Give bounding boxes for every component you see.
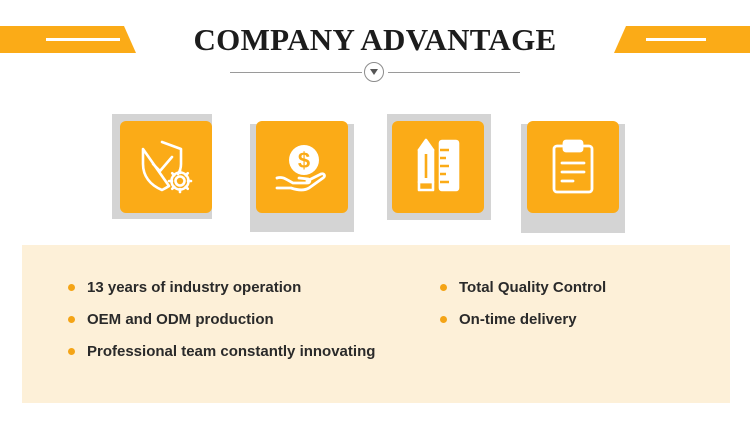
feature-item: OEM and ODM production [68,311,274,328]
clipboard-icon [527,121,619,213]
right-header-banner [614,26,750,53]
page-title: COMPANY ADVANTAGE [193,22,557,57]
feature-item: Professional team constantly innovating [68,343,375,360]
advantage-tile-quality [112,114,212,219]
bullet-icon [68,348,75,355]
feature-item: On-time delivery [440,311,577,328]
feature-label: On-time delivery [459,311,577,328]
advantage-tile-price: $ [250,114,354,232]
bullet-icon [440,316,447,323]
bullet-icon [68,284,75,291]
title-divider-left [230,72,362,73]
feature-label: OEM and ODM production [87,311,274,328]
feature-label: Total Quality Control [459,279,607,296]
left-header-banner [0,26,136,53]
shield-check-gear-icon [120,121,212,213]
feature-label: 13 years of industry operation [87,279,302,296]
title-divider-right [388,72,520,73]
feature-item: Total Quality Control [440,279,606,296]
features-panel: 13 years of industry operation OEM and O… [22,245,730,403]
hand-dollar-coin-icon: $ [256,121,348,213]
bullet-icon [440,284,447,291]
feature-label: Professional team constantly innovating [87,343,376,360]
banner-stripe [46,38,120,41]
banner-stripe [646,38,706,41]
feature-item: 13 years of industry operation [68,279,301,296]
pencil-ruler-icon [392,121,484,213]
svg-text:$: $ [298,148,310,173]
bullet-icon [68,316,75,323]
advantage-tile-delivery [521,114,625,233]
chevron-down-icon [364,62,384,82]
advantage-tile-design [387,114,491,220]
